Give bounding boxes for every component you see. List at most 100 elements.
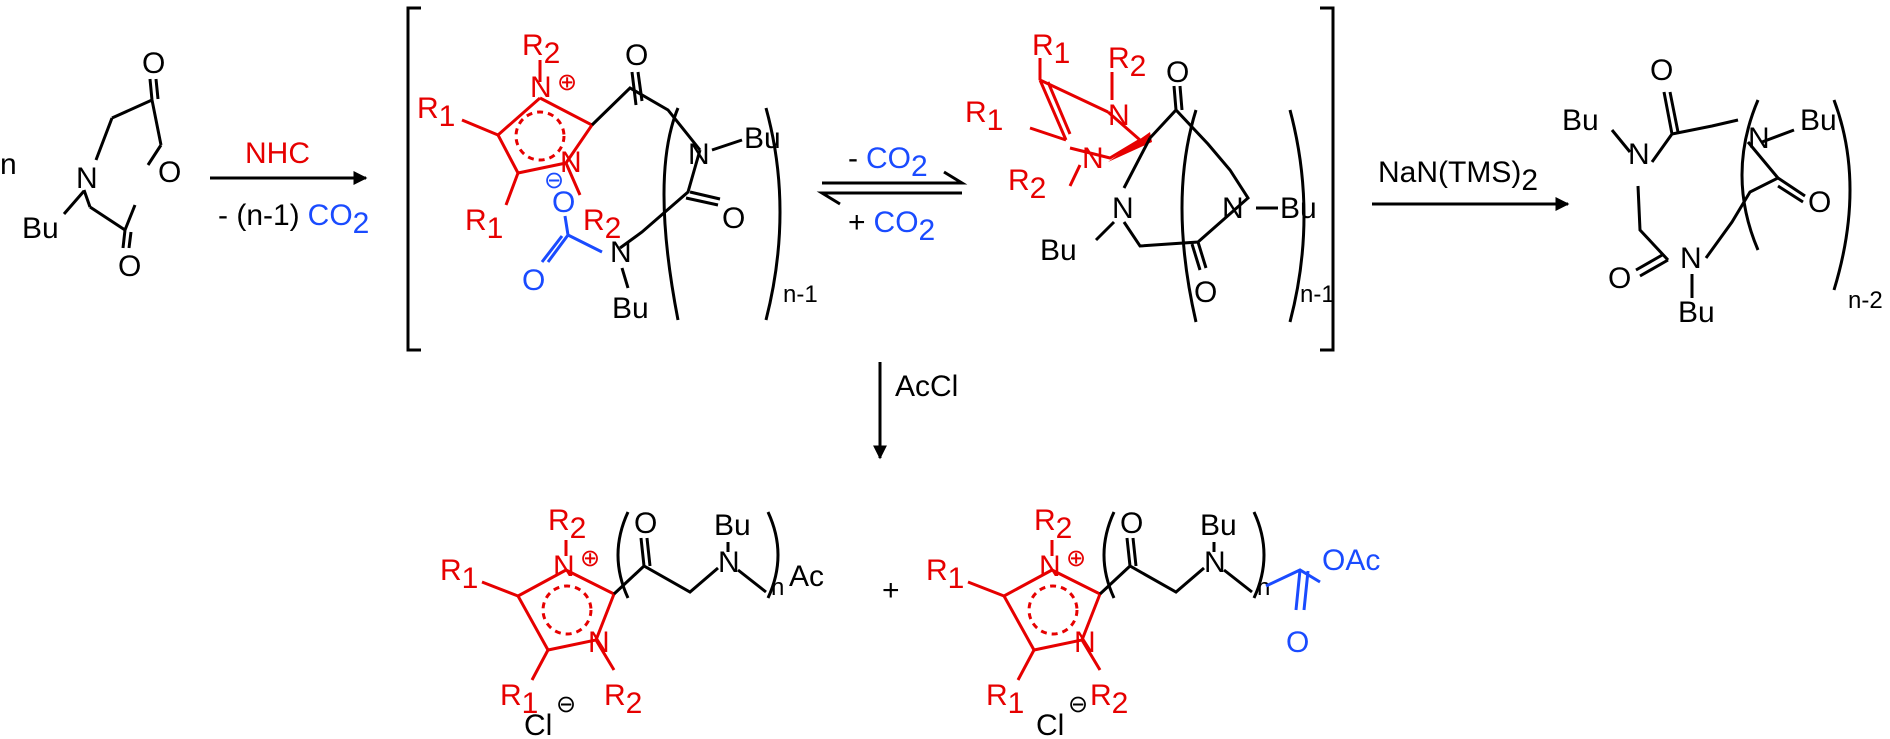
butyl-bond <box>62 190 86 215</box>
aromatic-circle <box>1027 584 1079 636</box>
butyl-left: Bu <box>1040 234 1077 267</box>
macrocycle-bonds <box>1635 91 1806 278</box>
label-R1-left: R1 <box>965 96 1003 137</box>
repeat-count-n: n <box>1257 574 1270 601</box>
butyl-label: Bu <box>714 509 751 542</box>
atom-N-left: N <box>1628 138 1650 171</box>
label-R1-left: R1 <box>417 92 455 133</box>
atom-O-amide: O <box>722 202 745 235</box>
label-R1-bottom: R1 <box>500 679 538 720</box>
bond-N-Bu-left <box>1094 220 1116 242</box>
reagent-co2-loss: - (n-1)CO2 <box>218 199 369 240</box>
butyl-bottom: Bu <box>1678 296 1715 329</box>
ring-bonds <box>82 98 163 232</box>
atom-N-right: N <box>1748 122 1770 155</box>
intermediate-spirocycle: N N R1 R2 R1 R2 O N Bu N Bu O n-1 <box>965 29 1335 323</box>
repeat-paren-right <box>1832 99 1852 291</box>
atom-O-carbonyl: O <box>1286 626 1309 659</box>
intermediate-zwitterion: N ⊕ N R2 R1 R1 R2 O N Bu O N Bu O ⊖ O n-… <box>417 29 818 325</box>
atom-N-chain-upper: N <box>688 138 710 171</box>
monomer-oxazolidinedione: n O O N O Bu <box>0 47 181 283</box>
atom-O-carbamate: O <box>522 264 545 297</box>
ring-substituent-bonds <box>967 540 1102 681</box>
atom-O-ring: O <box>158 156 181 189</box>
repeat-count-n-minus-2: n-2 <box>1848 287 1883 314</box>
repeat-paren-right <box>766 511 780 599</box>
reagent-nan-tms: NaN(TMS)2 <box>1378 156 1538 197</box>
imidazolium-ring <box>1001 568 1102 652</box>
imidazolium-ring <box>515 568 616 652</box>
repeat-paren-right <box>1252 511 1266 599</box>
label-R1-bottom: R1 <box>986 679 1024 720</box>
atom-N-plus: N <box>553 550 575 583</box>
repeat-count-n: n <box>771 574 784 601</box>
eq-plus-co2: +CO2 <box>848 206 935 247</box>
monomer-count-n: n <box>0 148 17 181</box>
chloride-label: Cl <box>524 709 552 739</box>
butyl-label: Bu <box>1200 509 1237 542</box>
butyl-top-left: Bu <box>1562 104 1599 137</box>
atom-O-carbonyl-bottom: O <box>118 250 141 283</box>
atom-N: N <box>76 162 98 195</box>
aromatic-circle <box>541 584 593 636</box>
atom-N-ring-right: N <box>1222 192 1244 225</box>
atom-N-spiro-bottom: N <box>1082 142 1104 175</box>
butyl-right: Bu <box>1280 192 1317 225</box>
arrow-step-nhc: NHC - (n-1)CO2 <box>210 137 369 240</box>
spiro-macrocycle-bonds <box>1122 85 1250 271</box>
label-R2-bottom: R2 <box>604 679 642 720</box>
butyl-bonds <box>1610 128 1795 298</box>
label-R1-left: R1 <box>926 554 964 595</box>
atom-N-ring-left: N <box>1112 192 1134 225</box>
atom-O-acyl: O <box>625 39 648 72</box>
forward-harpoon <box>822 170 968 185</box>
atom-O: O <box>634 507 657 540</box>
atom-O-ketone: O <box>1166 56 1189 89</box>
atom-N-lower: N <box>1074 626 1096 659</box>
label-R1-top: R1 <box>1032 29 1070 70</box>
label-R2-bottom: R2 <box>583 204 621 245</box>
atom-N-lower: N <box>560 146 582 179</box>
atom-O-top: O <box>1650 54 1673 87</box>
atom-O-right: O <box>1808 186 1831 219</box>
repeat-paren-left <box>662 107 680 321</box>
atom-O-carbamate-anion: O <box>552 186 575 219</box>
acetyl-cap: Ac <box>789 560 824 593</box>
repeat-count-n-minus-1: n-1 <box>783 281 818 308</box>
imidazoline-ring <box>1038 78 1141 160</box>
bond-N-Bu-upper <box>711 138 743 152</box>
carbamate-bonds <box>540 215 603 263</box>
repeat-count-n-minus-1: n-1 <box>1300 281 1335 308</box>
atom-N-chain-lower: N <box>610 236 632 269</box>
repeat-paren-left <box>616 511 630 599</box>
label-R2-bottom: R2 <box>1008 164 1046 205</box>
bond-N-Bu-lower <box>620 267 630 289</box>
label-R2-top: R2 <box>522 29 560 70</box>
atom-N-plus: N <box>1039 550 1061 583</box>
repeat-paren-left <box>1180 109 1198 323</box>
repeat-paren-right <box>1288 109 1306 323</box>
ring-substituent-bonds <box>481 540 616 681</box>
acetoxy-group: OAc <box>1322 544 1380 577</box>
eq-minus-co2: -CO2 <box>848 142 928 183</box>
butyl-label: Bu <box>22 212 59 245</box>
carbonate-bonds <box>1265 568 1321 611</box>
label-R2-top: R2 <box>1108 42 1146 83</box>
chain-bonds <box>612 537 767 596</box>
reagent-nhc: NHC <box>245 137 310 170</box>
spiro-wedge <box>1108 132 1152 162</box>
label-R2-top: R2 <box>1034 504 1072 545</box>
carbonyl-bonds <box>121 78 160 249</box>
reagent-accl: AcCl <box>895 370 958 403</box>
bracket-right <box>1320 6 1335 352</box>
atom-O-amide: O <box>1194 276 1217 309</box>
label-R1-left: R1 <box>440 554 478 595</box>
charge-minus-chloride: ⊖ <box>1068 691 1088 718</box>
equilibrium-co2: -CO2 +CO2 <box>816 142 968 247</box>
charge-plus: ⊕ <box>1066 545 1086 572</box>
butyl-lower: Bu <box>612 292 649 325</box>
atom-N-lower: N <box>588 626 610 659</box>
arrow-step-accl: AcCl <box>873 362 958 460</box>
atom-N-spiro-top: N <box>1108 99 1130 132</box>
atom-O-bottom-left: O <box>1608 262 1631 295</box>
